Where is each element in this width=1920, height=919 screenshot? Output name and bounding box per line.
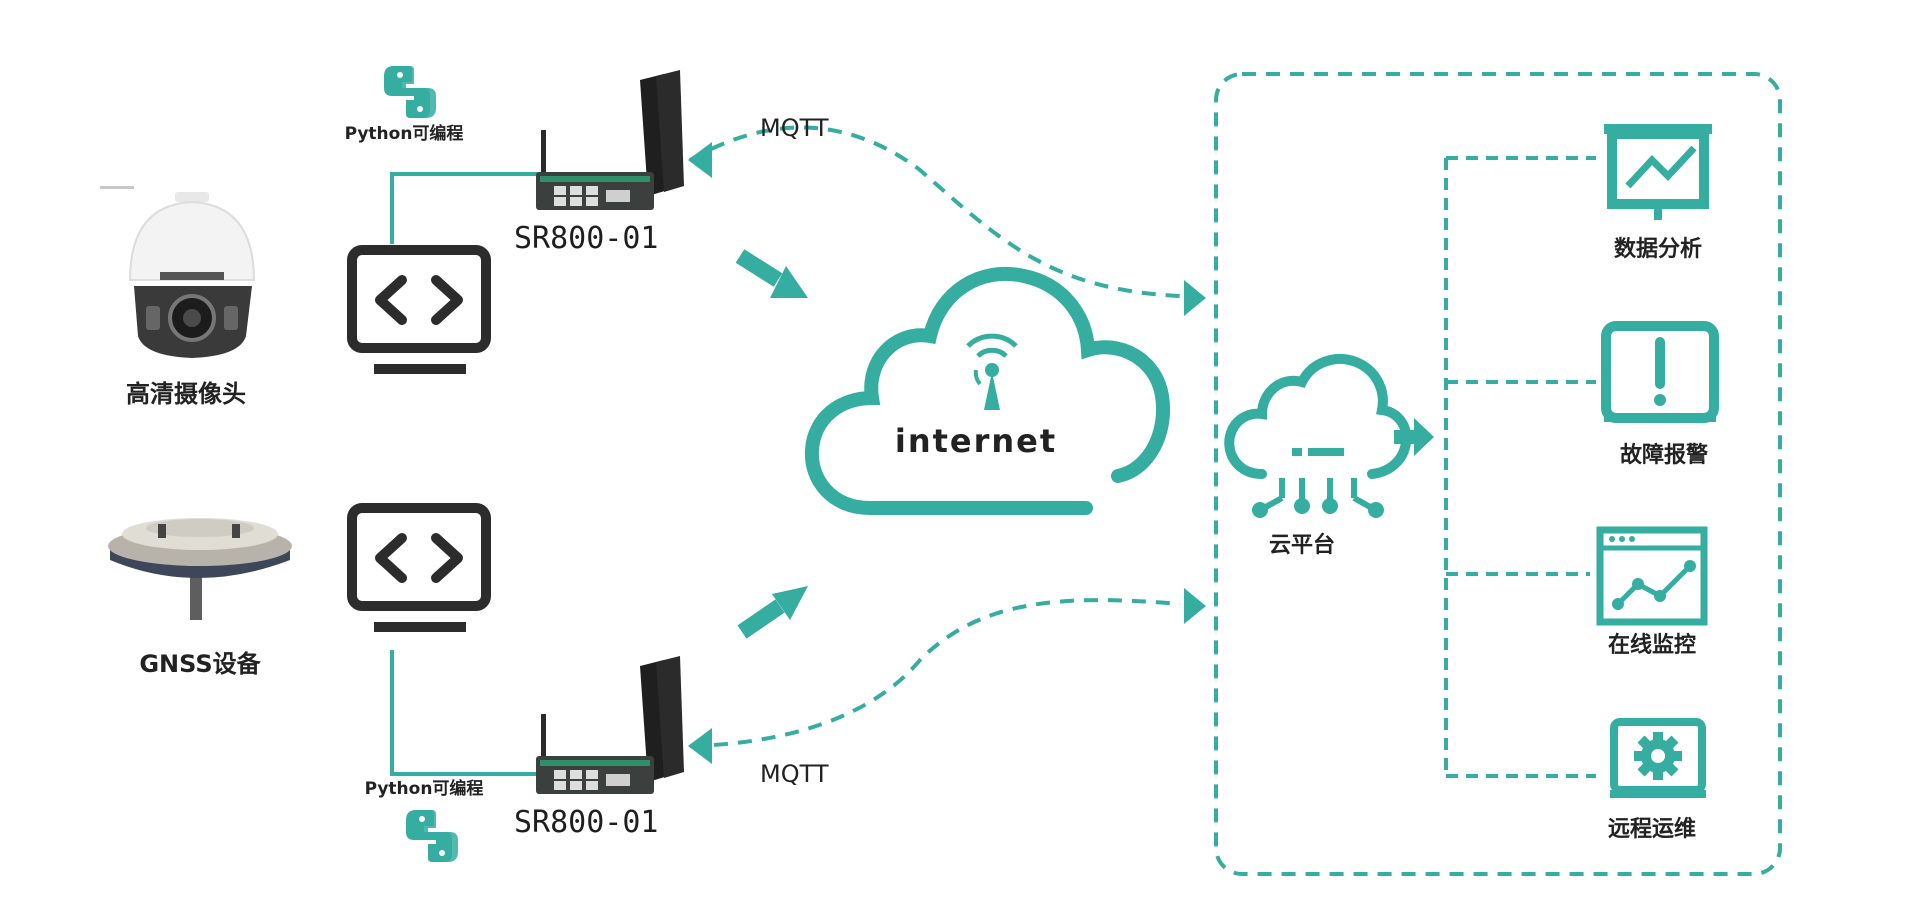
function-fault-alarm: 故障报警 (1601, 321, 1719, 468)
cloud-platform: 云平台 (1224, 353, 1412, 558)
function-data-analysis: 数据分析 (1604, 124, 1712, 262)
signal-tower-icon (966, 333, 1018, 410)
gnss-antenna-icon (108, 518, 292, 620)
camera-icon (100, 186, 256, 358)
function-remote-maintenance: 远程运维 (1608, 718, 1706, 842)
monitor-chart-icon (1596, 526, 1708, 626)
camera-device: 高清摄像头 (100, 186, 256, 408)
code-monitor-bottom (347, 503, 491, 632)
cloud-platform-label: 云平台 (1269, 532, 1335, 558)
cloud-computing-icon (1224, 353, 1412, 518)
router-top: SR800-01 (514, 70, 684, 256)
connector-bottom (390, 650, 550, 776)
python-bottom-label: Python可编程 (365, 778, 484, 799)
python-top: Python可编程 (345, 66, 464, 144)
mqtt-arrow-top-right (1184, 280, 1206, 316)
function-label: 数据分析 (1614, 236, 1702, 262)
mqtt-label-top: MQTT (760, 114, 829, 142)
router-bottom-name: SR800-01 (514, 805, 659, 840)
gnss-device: GNSS设备 (108, 518, 292, 678)
cloud-platform-panel (1214, 72, 1782, 876)
function-tree (1444, 156, 1596, 778)
mqtt-link-bottom (689, 598, 1181, 748)
mqtt-link-top (689, 125, 1181, 298)
router-bottom: SR800-01 (514, 656, 684, 840)
python-top-label: Python可编程 (345, 123, 464, 144)
mqtt-arrow-bottom-left (688, 728, 712, 764)
internet-label: internet (895, 422, 1057, 460)
python-logo-icon (384, 66, 436, 118)
alert-screen-icon (1601, 321, 1719, 423)
function-label: 在线监控 (1608, 632, 1696, 658)
gear-screen-icon (1610, 718, 1706, 798)
arrow-to-internet-bottom-icon (737, 586, 808, 639)
code-icon (347, 245, 491, 374)
code-icon (347, 503, 491, 632)
arrow-to-functions-icon (1394, 418, 1434, 456)
router-icon (536, 70, 684, 210)
mqtt-label-bottom: MQTT (760, 760, 829, 788)
arrow-to-internet-top-icon (735, 249, 808, 298)
function-online-monitoring: 在线监控 (1596, 526, 1708, 658)
mqtt-arrow-bottom-right (1184, 588, 1206, 624)
mqtt-arrow-top-left (688, 142, 712, 178)
python-bottom: Python可编程 (365, 778, 484, 862)
code-monitor-top (347, 245, 491, 374)
function-label: 远程运维 (1608, 816, 1696, 842)
camera-label: 高清摄像头 (126, 380, 246, 408)
router-top-name: SR800-01 (514, 221, 659, 256)
router-icon (536, 656, 684, 794)
cloud-outline-icon (804, 266, 1171, 515)
internet-cloud: internet (804, 266, 1171, 515)
gnss-label: GNSS设备 (139, 650, 261, 678)
connector-top (390, 172, 550, 244)
presentation-chart-icon (1604, 124, 1712, 220)
python-logo-icon (406, 810, 458, 862)
function-label: 故障报警 (1620, 442, 1708, 468)
